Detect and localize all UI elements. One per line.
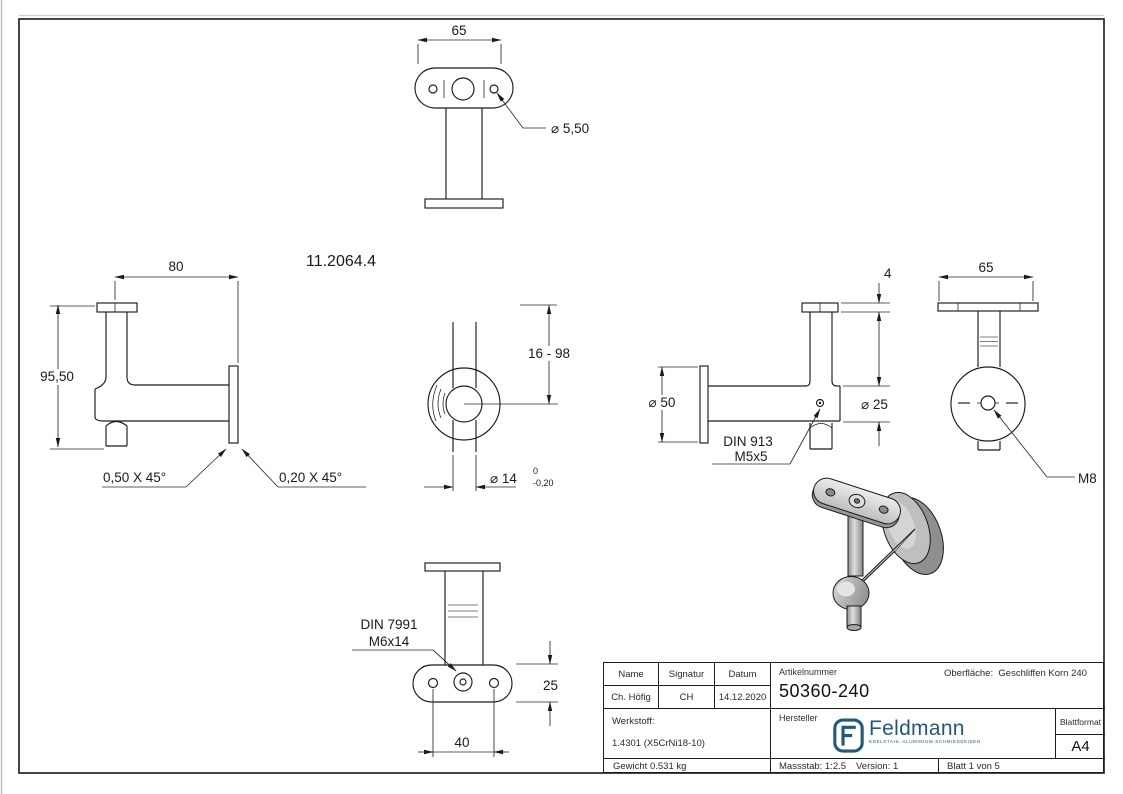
- artikel-number: 50360-240: [779, 681, 870, 701]
- feldmann-logo: Feldmann EDELSTAHL·ALUMINIUM·SCHMIEDEEIS…: [833, 718, 980, 754]
- version: Version: 1: [856, 761, 899, 772]
- front-view: 65 M8: [937, 260, 1097, 486]
- dim-front-width: 65: [978, 260, 993, 275]
- blattformat-value: A4: [1056, 735, 1105, 759]
- datum-header: Datum: [715, 663, 771, 686]
- signatur-header: Signatur: [659, 663, 715, 686]
- massstab-cell: Massstab: 1:2.5 Version: 1: [771, 759, 939, 774]
- dim-plate-thickness: 4: [884, 266, 892, 281]
- section-view: 16 - 98 ⌀ 14 0 -0,20: [424, 304, 577, 491]
- logo-tagline: EDELSTAHL·ALUMINIUM·SCHMIEDEEISEN: [869, 739, 981, 744]
- logo-name: Feldmann: [869, 717, 965, 740]
- dim-setscrew-line2: M5x5: [734, 449, 767, 464]
- artikel-cell: Artikelnummer 50360-240 Oberfläche: Gesc…: [771, 663, 1105, 709]
- oberflaeche-label: Oberfläche:: [944, 668, 994, 679]
- werkstoff-value: 1.4301 (X5CrNi18-10): [612, 738, 705, 749]
- gewicht: Gewicht 0.531 kg: [613, 761, 687, 772]
- bottom-view: DIN 7991 M6x14 25 40: [352, 562, 558, 757]
- werkstoff-cell: Werkstoff: 1.4301 (X5CrNi18-10): [604, 709, 771, 759]
- dim-section-tol-lower: -0,20: [533, 478, 554, 488]
- isometric-view: [811, 477, 944, 631]
- dim-side-height: 95,50: [40, 369, 74, 384]
- blatt-cell: Blatt 1 von 5: [939, 759, 1105, 774]
- oberflaeche: Oberfläche: Geschliffen Korn 240: [944, 668, 1087, 679]
- dim-top-width: 65: [451, 23, 466, 38]
- dim-flange-dia: ⌀ 50: [649, 395, 676, 410]
- dim-setscrew-line1: DIN 913: [723, 434, 773, 449]
- title-block: Name Signatur Datum Artikelnummer 50360-…: [603, 662, 1105, 774]
- datum-value: 14.12.2020: [715, 686, 771, 709]
- drawing-frame: [18, 18, 1105, 774]
- dim-top-hole: ⌀ 5,50: [551, 121, 589, 136]
- dim-chamfer-outer: 0,50 X 45°: [103, 470, 166, 485]
- hersteller-cell: Hersteller Feldmann EDELSTAHL·ALUMINIUM·…: [771, 709, 1056, 759]
- side-view: 80 95,50 0,50 X 45° 0,20 X 45°: [32, 259, 366, 488]
- werkstoff-label: Werkstoff:: [612, 716, 655, 727]
- oberflaeche-value: Geschliffen Korn 240: [998, 668, 1087, 679]
- massstab: Massstab: 1:2.5: [779, 761, 847, 772]
- dim-tube-dia: ⌀ 25: [861, 397, 888, 412]
- dim-section-dia: ⌀ 14: [490, 471, 517, 486]
- signatur-value: CH: [659, 686, 715, 709]
- dim-screw-line2: M6x14: [369, 634, 410, 649]
- top-view: 65 ⌀ 5,50: [414, 23, 589, 209]
- dim-side-depth: 80: [168, 259, 183, 274]
- dim-thread: M8: [1078, 471, 1097, 486]
- dim-hole-dist: 40: [454, 735, 469, 750]
- artikel-label: Artikelnummer: [779, 667, 838, 677]
- dim-section-tol-upper: 0: [533, 466, 538, 476]
- blattformat-label: Blattformat: [1056, 709, 1105, 735]
- dim-screw-line1: DIN 7991: [360, 617, 417, 632]
- dim-plate-depth: 25: [543, 678, 558, 693]
- hersteller-label: Hersteller: [779, 713, 818, 723]
- name-value: Ch. Höfig: [604, 686, 659, 709]
- gewicht-cell: Gewicht 0.531 kg: [604, 759, 771, 774]
- name-header: Name: [604, 663, 659, 686]
- dim-chamfer-inner: 0,20 X 45°: [279, 470, 342, 485]
- dim-section-range: 16 - 98: [528, 346, 570, 361]
- side-view-right: ⌀ 50 DIN 913 M5x5 4 ⌀ 25: [641, 266, 892, 465]
- part-code: 11.2064.4: [306, 253, 376, 270]
- blatt: Blatt 1 von 5: [947, 761, 1000, 772]
- feldmann-logo-mark: [833, 718, 864, 753]
